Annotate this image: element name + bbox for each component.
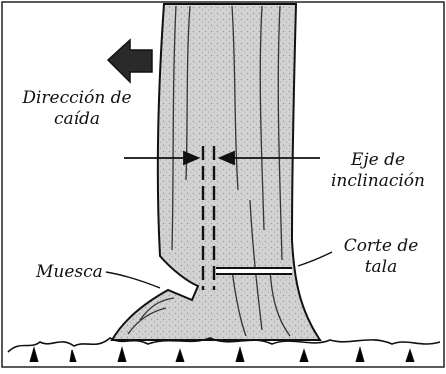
axis-label-line1: Eje de <box>314 150 442 171</box>
left-arrow-icon <box>108 40 152 82</box>
axis-label: Eje de inclinación <box>314 150 442 192</box>
felling-cut <box>216 268 292 274</box>
grass-tufts <box>30 348 414 362</box>
cut-label-line2: tala <box>326 257 436 278</box>
notch-leader <box>106 272 160 288</box>
notch-label-text: Muesca <box>36 262 103 283</box>
cut-label-line1: Corte de <box>326 236 436 257</box>
direction-label: Dirección de caída <box>4 88 150 130</box>
notch-label: Muesca <box>36 262 103 283</box>
cut-label: Corte de tala <box>326 236 436 278</box>
direction-label-line2: caída <box>4 109 150 130</box>
direction-label-line1: Dirección de <box>4 88 150 109</box>
axis-label-line2: inclinación <box>314 171 442 192</box>
